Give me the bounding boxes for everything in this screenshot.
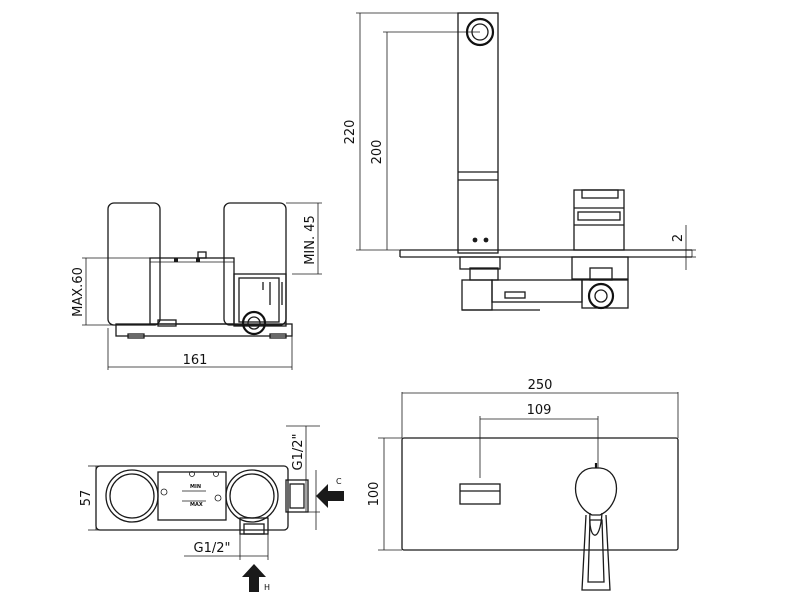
max-label: MAX — [190, 502, 203, 508]
dim-height-200: 200 — [370, 140, 385, 165]
dim-connection-bottom: G1/2" — [194, 541, 231, 556]
dim-height-220: 220 — [343, 120, 358, 145]
dim-max-60: MAX.60 — [71, 267, 86, 317]
dim-front-height-100: 100 — [367, 482, 382, 507]
dim-width-161: 161 — [183, 353, 208, 368]
hot-inlet-arrow — [242, 564, 266, 592]
side-elevation-view: 220 200 2 — [343, 12, 696, 311]
mixer-body-view: 161 MAX.60 MIN. 45 — [71, 202, 322, 370]
cold-inlet-arrow — [316, 484, 344, 508]
cold-label: C — [336, 477, 342, 486]
min-label: MIN — [190, 484, 201, 490]
dim-front-spacing-109: 109 — [527, 403, 552, 418]
hot-label: H — [264, 583, 270, 592]
dim-front-width-250: 250 — [528, 378, 553, 393]
dim-connection-side: G1/2" — [291, 434, 306, 471]
dim-thickness-2: 2 — [671, 234, 686, 242]
dim-depth-57: 57 — [79, 490, 94, 507]
front-view: 250 109 100 — [367, 378, 679, 591]
dim-min-45: MIN. 45 — [303, 215, 318, 265]
plan-view: MIN MAX 57 G1/2" G1/2" C H — [79, 425, 344, 592]
